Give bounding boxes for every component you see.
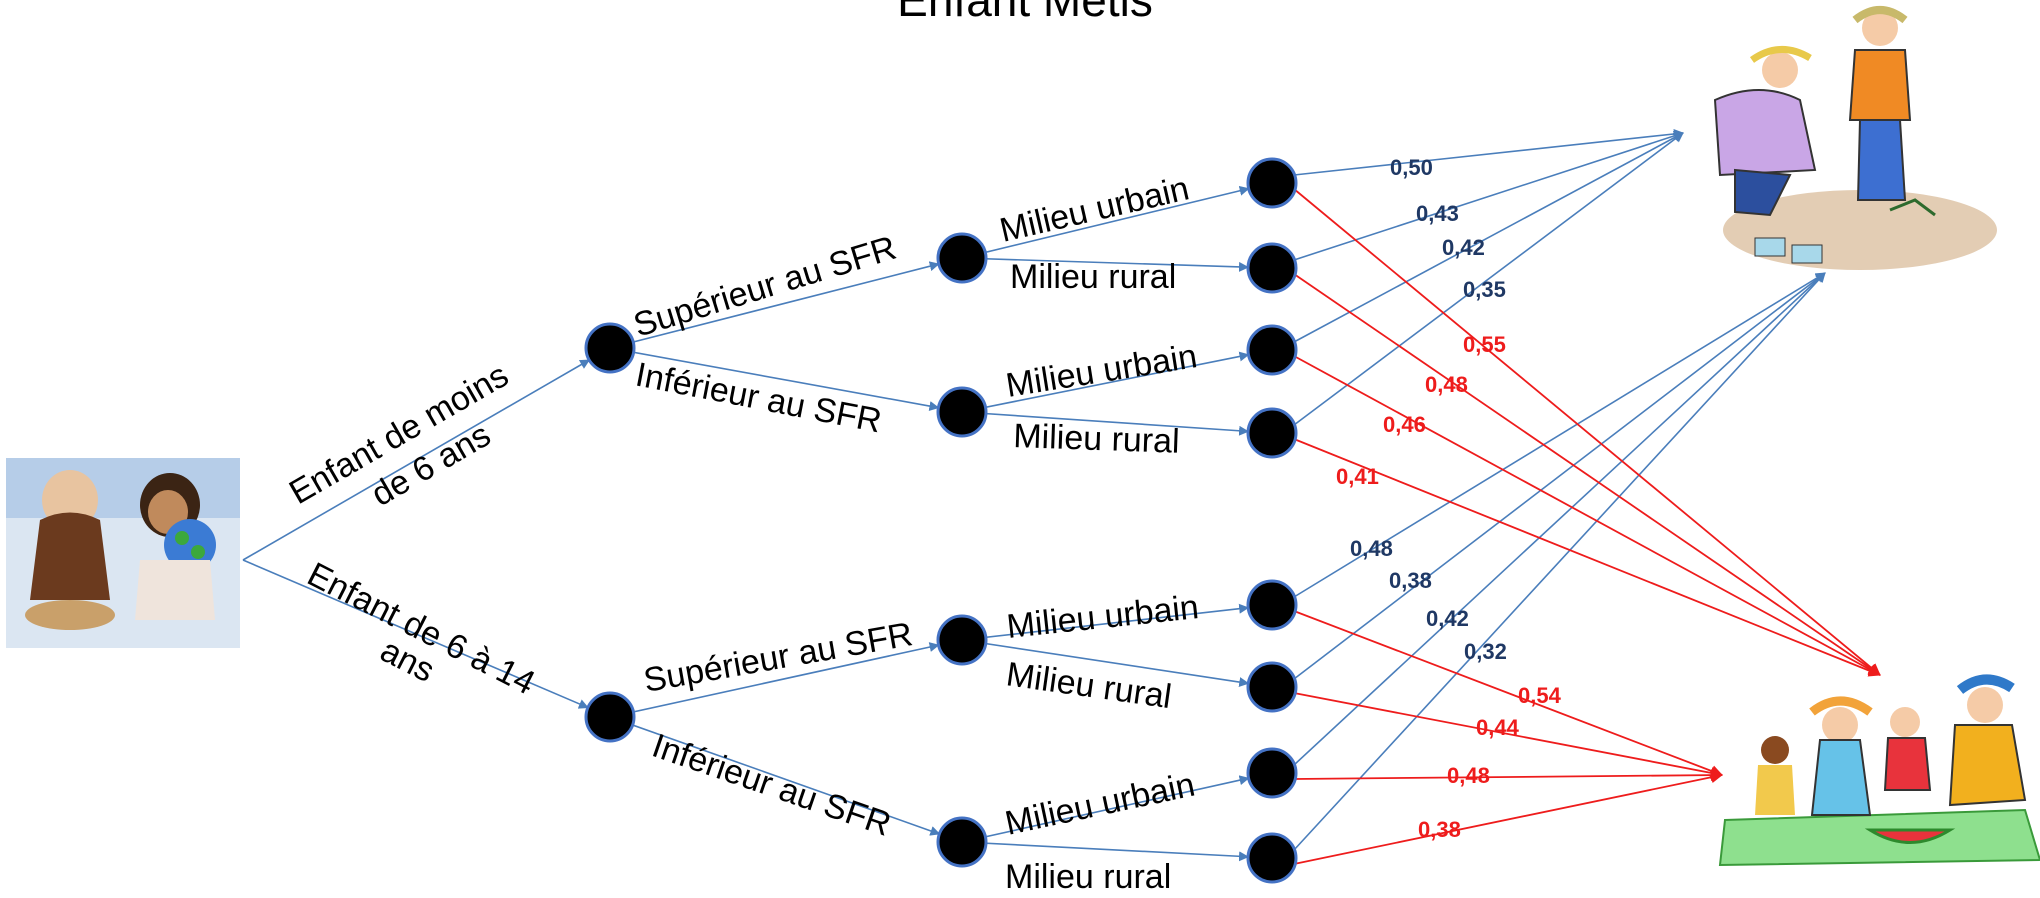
node-leaf-8 — [1246, 832, 1298, 884]
blue-edge-1 — [1293, 128, 1684, 176]
red-value-3: 0,46 — [1383, 412, 1426, 437]
milieu-urbain-1: Milieu urbain — [996, 169, 1192, 249]
milieu-urbain-4: Milieu urbain — [1002, 766, 1198, 843]
picnic-clipart — [1718, 674, 2040, 867]
income-sup-a: Supérieur au SFR — [629, 229, 900, 345]
edge-l2-7 — [961, 841, 1250, 862]
red-edge-3 — [1293, 355, 1881, 676]
red-value-1: 0,55 — [1463, 332, 1506, 357]
edge-l2-4 — [961, 603, 1250, 641]
node-leaf-2 — [1246, 242, 1298, 294]
red-edge-1 — [1293, 188, 1881, 676]
node-milieu-4 — [936, 816, 988, 868]
income-inf-a: Inférieur au SFR — [632, 356, 884, 441]
edge-l1-0 — [609, 261, 940, 349]
edge-l2-3 — [961, 411, 1250, 436]
milieu-rural-4: Milieu rural — [1005, 858, 1171, 896]
blue-value-4: 0,35 — [1463, 277, 1506, 302]
edge-root-0 — [242, 359, 591, 561]
blue-edge-6 — [1293, 272, 1826, 680]
red-value-7: 0,48 — [1447, 763, 1490, 788]
blue-value-5: 0,48 — [1350, 536, 1393, 561]
page-title: Enfant Métis — [897, 0, 1153, 26]
red-value-8: 0,38 — [1418, 817, 1461, 842]
red-edge-7 — [1293, 769, 1723, 782]
blue-value-8: 0,32 — [1464, 639, 1507, 664]
node-income-1 — [584, 322, 636, 374]
edge-l2-2 — [961, 351, 1250, 413]
income-inf-b: Inférieur au SFR — [647, 727, 895, 844]
node-milieu-2 — [936, 386, 988, 438]
red-value-5: 0,54 — [1518, 683, 1562, 708]
blue-edge-4 — [1293, 132, 1684, 426]
milieu-urbain-2: Milieu urbain — [1003, 337, 1199, 405]
red-value-2: 0,48 — [1425, 372, 1468, 397]
blue-edge-5 — [1293, 272, 1826, 598]
blue-value-1: 0,50 — [1390, 155, 1433, 180]
red-edge-4 — [1293, 438, 1881, 677]
children-photo — [6, 458, 240, 648]
blue-edge-8 — [1293, 272, 1826, 851]
red-edge-2 — [1293, 273, 1881, 676]
edge-root-1 — [242, 559, 589, 709]
red-value-6: 0,44 — [1476, 715, 1520, 740]
blue-edge-2 — [1293, 131, 1684, 261]
edge-l1-3 — [609, 716, 941, 836]
node-leaf-7 — [1246, 747, 1298, 799]
red-edge-5 — [1293, 610, 1723, 777]
node-milieu-3 — [936, 614, 988, 666]
blue-edge-3 — [1293, 132, 1684, 343]
node-leaf-5 — [1246, 579, 1298, 631]
tree-edges — [242, 185, 1250, 862]
node-leaf-4 — [1246, 407, 1298, 459]
income-sup-b: Supérieur au SFR — [641, 615, 916, 700]
node-leaf-1 — [1246, 157, 1298, 209]
node-leaf-6 — [1246, 661, 1298, 713]
edge-l2-0 — [961, 185, 1250, 259]
milieu-rural-3: Milieu rural — [1004, 655, 1174, 716]
edge-l1-2 — [609, 642, 940, 718]
edge-l2-5 — [961, 639, 1250, 687]
blue-value-2: 0,43 — [1416, 201, 1459, 226]
node-income-2 — [584, 691, 636, 743]
blue-value-6: 0,38 — [1389, 568, 1432, 593]
blue-value-7: 0,42 — [1426, 606, 1469, 631]
node-leaf-3 — [1246, 324, 1298, 376]
edge-l1-1 — [609, 347, 940, 412]
tree-nodes — [584, 157, 1298, 884]
red-edges — [1293, 188, 1881, 865]
blue-edges — [1293, 128, 1826, 851]
edge-l2-6 — [961, 775, 1250, 843]
gardening-clipart — [1713, 6, 1997, 270]
node-milieu-1 — [936, 232, 988, 284]
edge-l2-1 — [961, 257, 1250, 272]
milieu-rural-1: Milieu rural — [1010, 258, 1176, 296]
red-edge-8 — [1293, 771, 1723, 865]
red-edge-6 — [1293, 692, 1723, 779]
milieu-rural-2: Milieu rural — [1013, 417, 1180, 461]
milieu-urbain-3: Milieu urbain — [1005, 588, 1201, 646]
blue-edge-7 — [1293, 272, 1826, 766]
red-value-4: 0,41 — [1336, 464, 1379, 489]
blue-value-3: 0,42 — [1442, 235, 1485, 260]
